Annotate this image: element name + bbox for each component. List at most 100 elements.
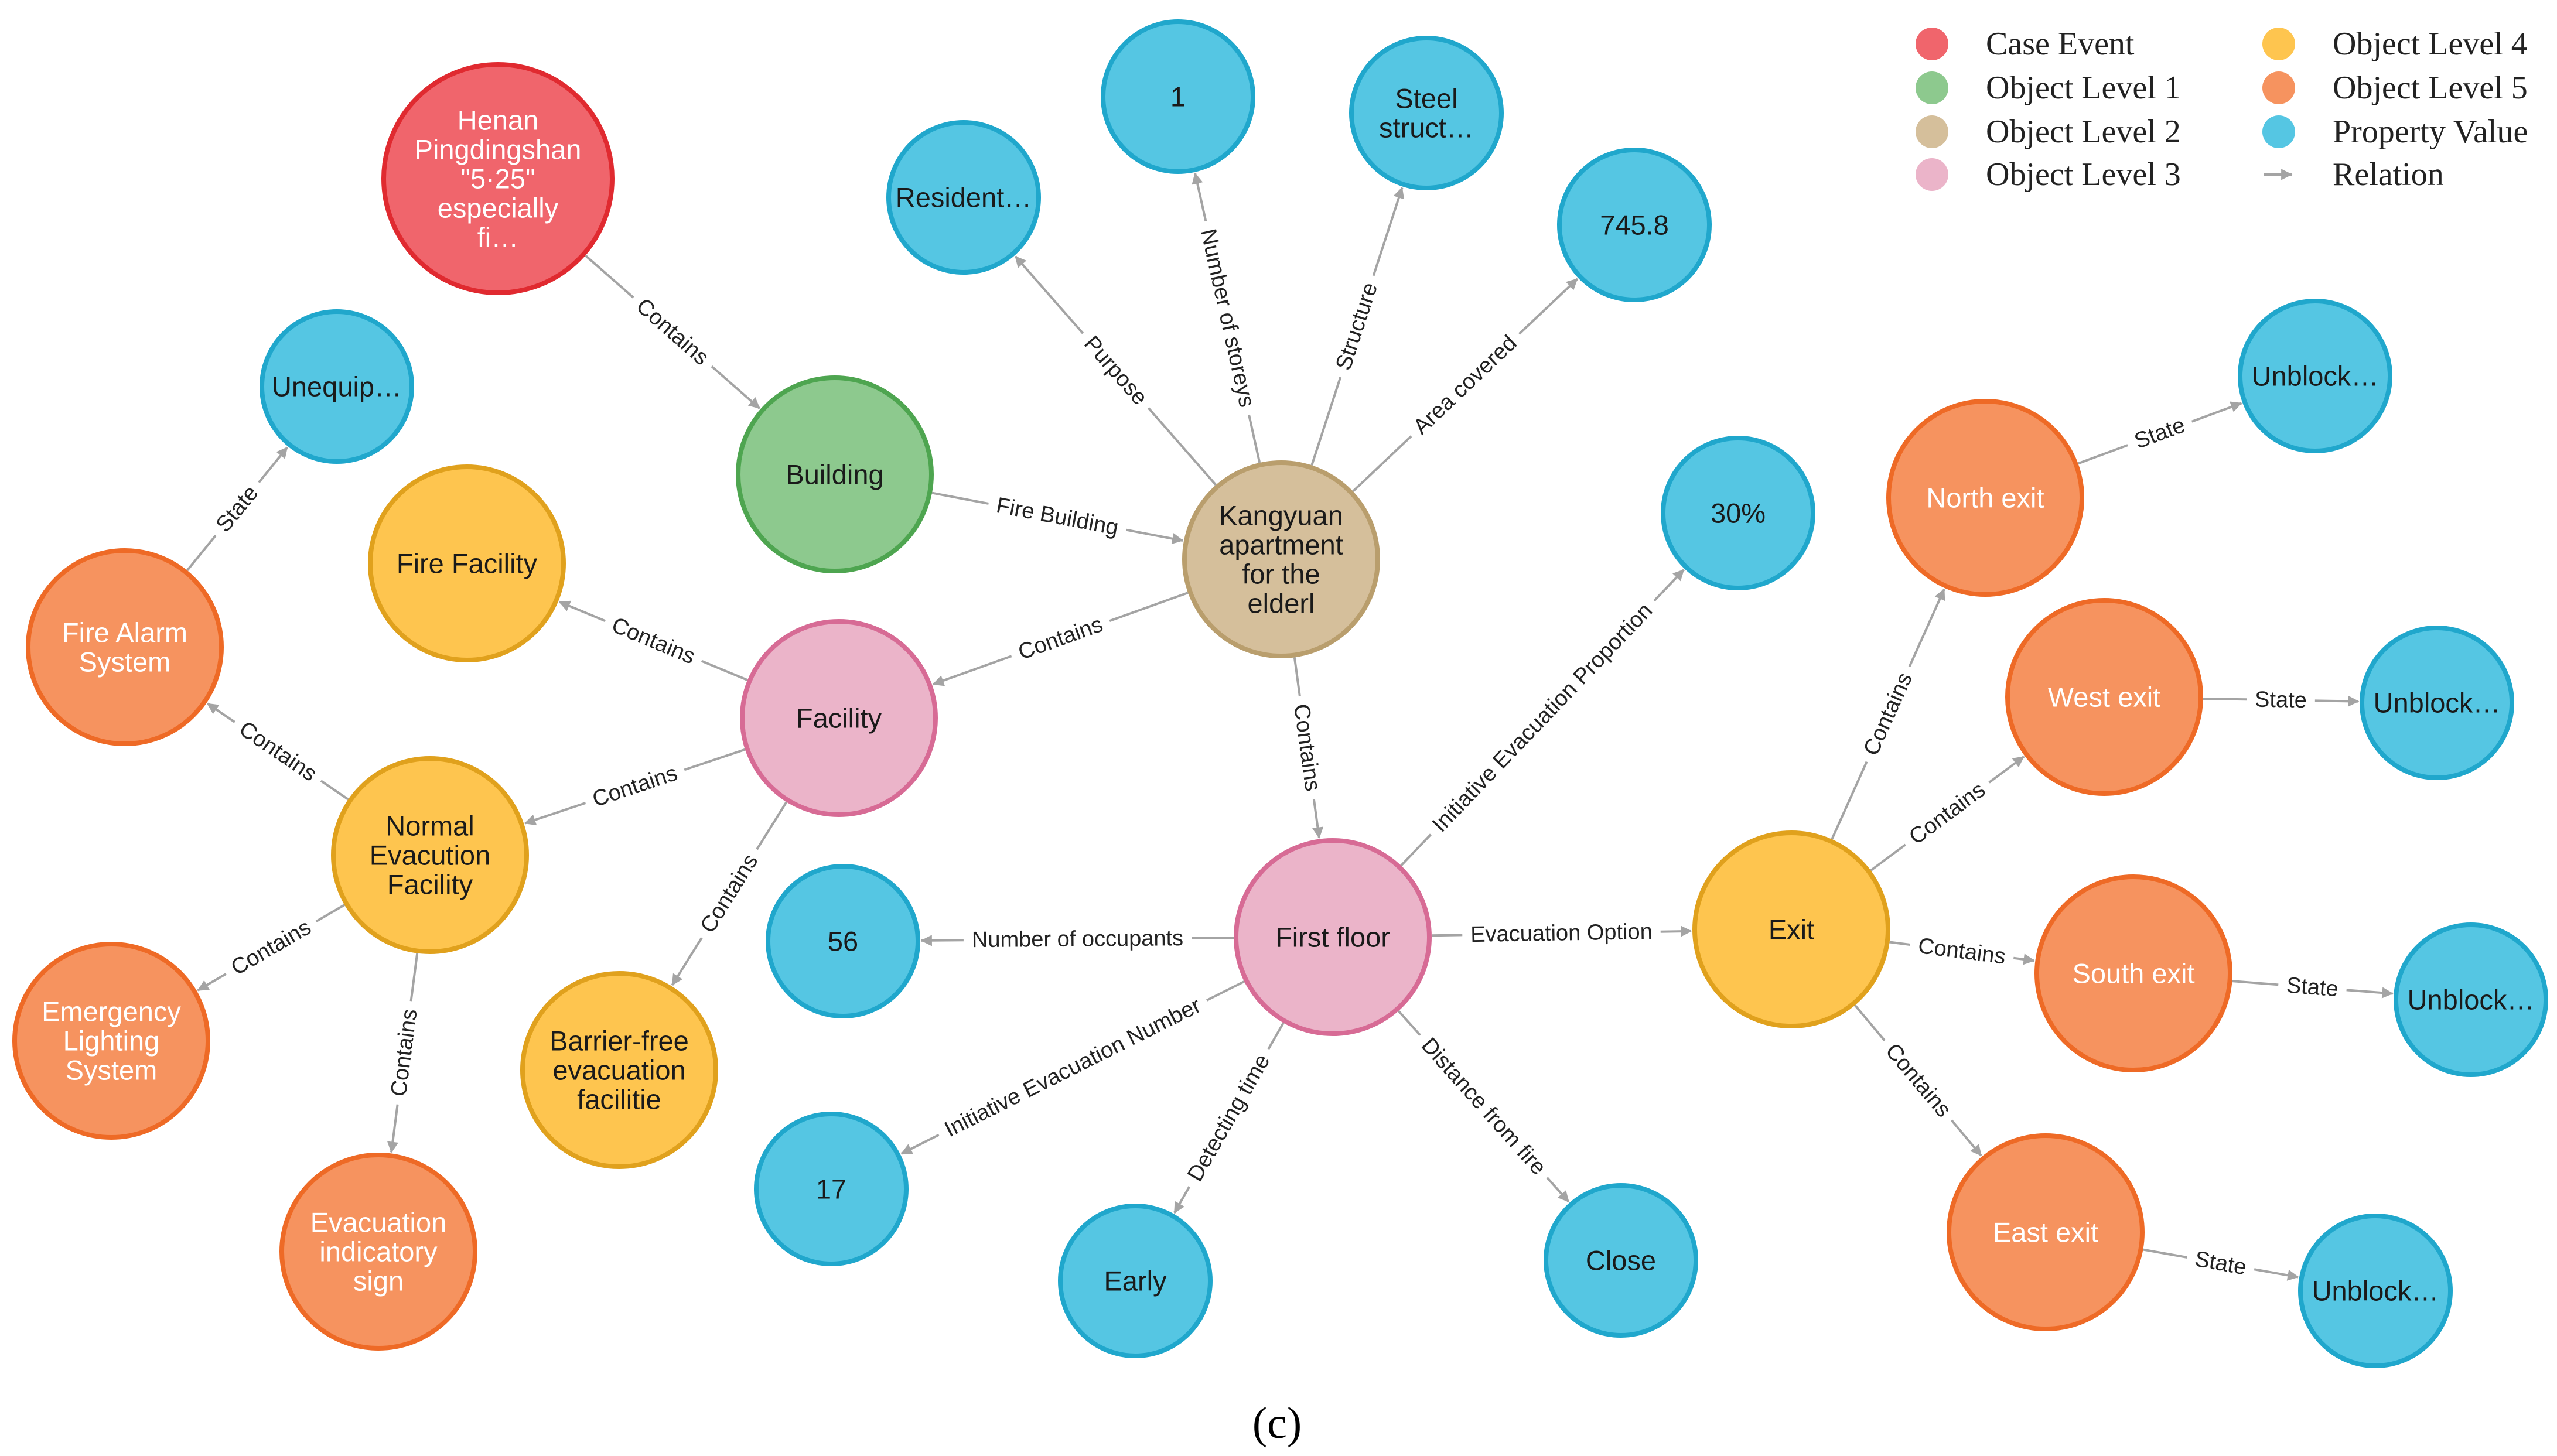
node-steel[interactable]: Steelstruct…	[1349, 36, 1504, 190]
node-unb_s[interactable]: Unblock…	[2394, 922, 2548, 1077]
node-circle[interactable]	[1886, 399, 2084, 597]
edge-first_floor-to-pct: Initiative Evacuation Proportion	[1400, 569, 1685, 867]
node-circle[interactable]	[381, 62, 615, 295]
node-south[interactable]: South exit	[2034, 874, 2232, 1072]
node-pct[interactable]: 30%	[1661, 436, 1815, 590]
node-circle[interactable]	[1544, 1183, 1698, 1338]
node-circle[interactable]	[520, 971, 718, 1169]
node-label-line: System	[66, 1055, 158, 1086]
node-circle[interactable]	[1661, 436, 1815, 590]
legend-swatch	[1916, 28, 1948, 60]
node-label-line: Steel	[1395, 83, 1457, 114]
edge-arrow	[2013, 953, 2035, 965]
node-building[interactable]: Building	[736, 375, 934, 573]
node-circle[interactable]	[331, 756, 529, 954]
edge-arrow	[711, 365, 760, 409]
edge-west-to-unb_w: State	[2203, 688, 2360, 713]
legend-label: Object Level 1	[1986, 70, 2181, 106]
node-label-line: 17	[816, 1174, 846, 1205]
node-circle[interactable]	[260, 309, 414, 464]
node-henan[interactable]: HenanPingdingshan"5·25"especiallyfi…	[381, 62, 615, 295]
node-unb_n[interactable]: Unblock…	[2238, 299, 2392, 453]
node-circle[interactable]	[1349, 36, 1504, 190]
edge-label: Contains	[1917, 934, 2007, 969]
node-num[interactable]: 17	[754, 1112, 909, 1266]
node-label-line: "5·25"	[460, 163, 535, 194]
node-circle[interactable]	[740, 619, 938, 817]
edge-line	[1854, 1004, 1886, 1041]
node-resident[interactable]: Resident…	[886, 120, 1041, 275]
edge-label: State	[2193, 1247, 2248, 1280]
node-label-line: Exit	[1769, 914, 1814, 945]
node-circle[interactable]	[26, 548, 224, 746]
node-close[interactable]: Close	[1544, 1183, 1698, 1338]
node-circle[interactable]	[2238, 299, 2392, 453]
legend-swatch	[1916, 71, 1948, 104]
edge-arrow	[2254, 1268, 2299, 1281]
edge-exit-to-south: Contains	[1889, 934, 2035, 969]
node-circle[interactable]	[2394, 922, 2548, 1077]
legend-item-level4: Object Level 4	[2262, 26, 2528, 62]
node-east[interactable]: East exit	[1947, 1133, 2145, 1331]
edge-arrow	[1372, 187, 1405, 276]
edge-arrow	[1988, 756, 2025, 784]
legend-label: Object Level 3	[1986, 156, 2181, 193]
node-circle[interactable]	[1557, 148, 1712, 302]
node-label-line: struct…	[1379, 112, 1474, 143]
node-circle[interactable]	[1692, 830, 1890, 1028]
node-early[interactable]: Early	[1058, 1204, 1213, 1358]
node-circle[interactable]	[754, 1112, 909, 1266]
node-circle[interactable]	[766, 864, 920, 1018]
node-label-line: for the	[1242, 559, 1320, 590]
node-first_floor[interactable]: First floor	[1234, 838, 1432, 1036]
edge-line	[1293, 657, 1301, 696]
edge-label: Contains	[1015, 612, 1106, 665]
node-circle[interactable]	[2298, 1214, 2453, 1368]
edge-label: Initiative Evacuation Proportion	[1428, 598, 1657, 837]
node-facility[interactable]: Facility	[740, 619, 938, 817]
node-one[interactable]: 1	[1101, 19, 1255, 174]
node-circle[interactable]	[1101, 19, 1255, 174]
node-circle[interactable]	[368, 464, 566, 662]
node-unb_w[interactable]: Unblock…	[2360, 626, 2514, 780]
node-label-line: Evacution	[370, 840, 490, 871]
node-unequip[interactable]: Unequip…	[260, 309, 414, 464]
node-occ[interactable]: 56	[766, 864, 920, 1018]
node-circle[interactable]	[2360, 626, 2514, 780]
node-circle[interactable]	[12, 942, 210, 1140]
edge-label: Evacuation Option	[1470, 920, 1653, 947]
node-fire_facility[interactable]: Fire Facility	[368, 464, 566, 662]
node-label-line: Close	[1586, 1245, 1656, 1276]
edge-facility-to-fire_facility: Contains	[558, 600, 748, 681]
node-circle[interactable]	[736, 375, 934, 573]
legend-label: Object Level 5	[2333, 70, 2528, 106]
node-circle[interactable]	[2034, 874, 2232, 1072]
node-label-line: apartment	[1219, 529, 1343, 560]
node-exit[interactable]: Exit	[1692, 830, 1890, 1028]
edge-normal_evac-to-indicator: Contains	[387, 953, 422, 1153]
edge-line	[409, 953, 419, 1002]
edge-arrow	[197, 973, 227, 992]
node-circle[interactable]	[1947, 1133, 2145, 1331]
node-circle[interactable]	[1234, 838, 1432, 1036]
node-circle[interactable]	[279, 1153, 477, 1351]
node-north[interactable]: North exit	[1886, 399, 2084, 597]
node-circle[interactable]	[1058, 1204, 1213, 1358]
edge-label: Structure	[1332, 280, 1383, 374]
node-circle[interactable]	[2005, 598, 2203, 796]
node-circle[interactable]	[1182, 460, 1380, 658]
edge-label: Detecting time	[1183, 1050, 1275, 1186]
node-unb_e[interactable]: Unblock…	[2298, 1214, 2453, 1368]
node-area[interactable]: 745.8	[1557, 148, 1712, 302]
edge-label: Area covered	[1409, 331, 1522, 440]
node-circle[interactable]	[886, 120, 1041, 275]
node-label-line: Unblock…	[2312, 1276, 2439, 1307]
edge-arrow	[1312, 799, 1324, 839]
node-west[interactable]: West exit	[2005, 598, 2203, 796]
